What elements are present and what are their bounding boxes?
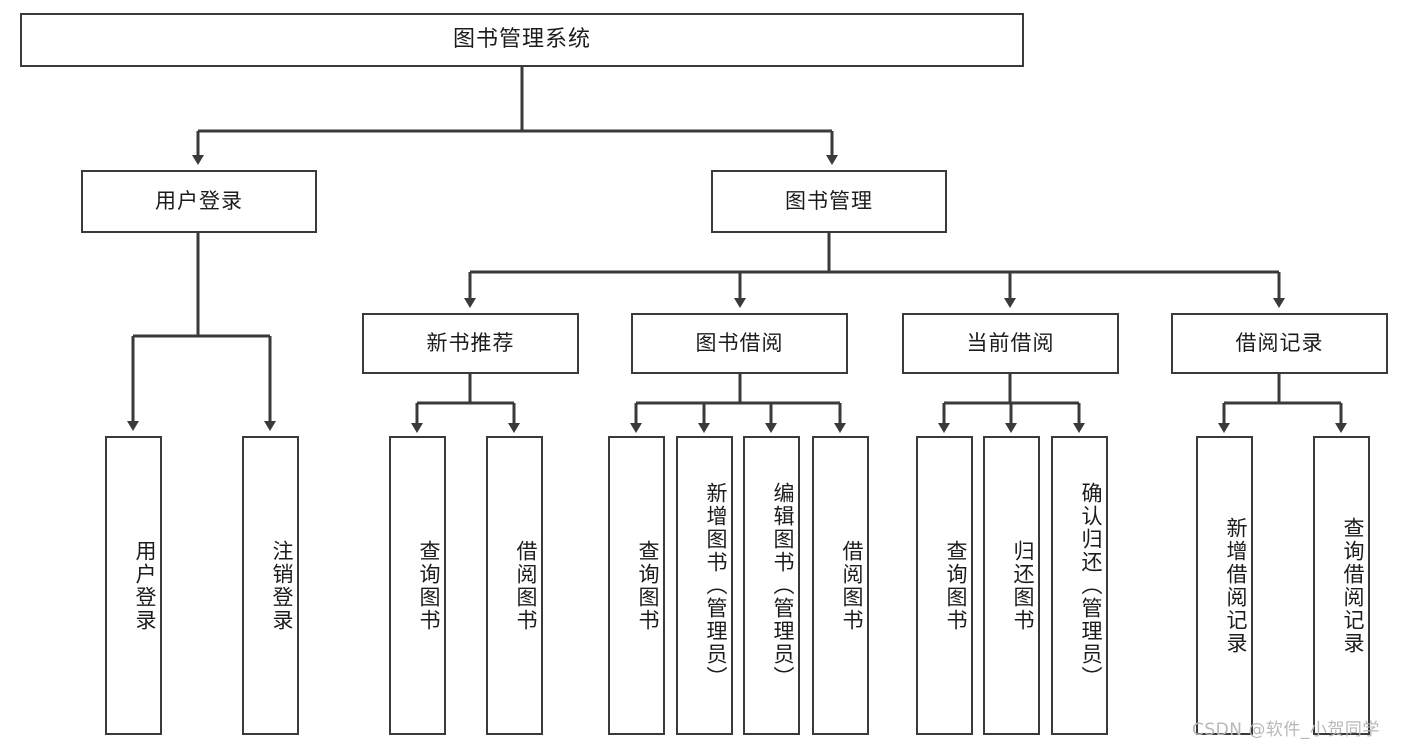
node-label: 注销登录: [270, 539, 294, 632]
node-user-login[interactable]: 用户登录: [81, 170, 317, 233]
node-new-book-recommend[interactable]: 新书推荐: [362, 313, 579, 374]
leaf-user-logout[interactable]: 注销登录: [242, 436, 299, 735]
node-label: 图书管理: [785, 188, 873, 213]
node-label: 查询图书: [944, 539, 968, 632]
leaf-recommend-query-book[interactable]: 查询图书: [389, 436, 446, 735]
leaf-user-login[interactable]: 用户登录: [105, 436, 162, 735]
node-root-system[interactable]: 图书管理系统: [20, 13, 1024, 67]
node-label: 用户登录: [133, 539, 157, 632]
node-book-management[interactable]: 图书管理: [711, 170, 947, 233]
node-label: 新增借阅记录: [1224, 516, 1248, 655]
leaf-recommend-borrow-book[interactable]: 借阅图书: [486, 436, 543, 735]
csdn-watermark: CSDN @软件_小贺同学: [1192, 720, 1380, 740]
leaf-current-query-book[interactable]: 查询图书: [916, 436, 973, 735]
node-label: 借阅图书: [840, 539, 864, 632]
node-book-borrow[interactable]: 图书借阅: [631, 313, 848, 374]
leaf-borrow-query-book[interactable]: 查询图书: [608, 436, 665, 735]
node-label: 确认归还（管理员）: [1079, 482, 1103, 689]
leaf-record-add-record[interactable]: 新增借阅记录: [1196, 436, 1253, 735]
node-label: 借阅图书: [514, 539, 538, 632]
node-label: 图书管理系统: [452, 26, 591, 52]
node-label: 当前借阅: [966, 330, 1055, 355]
node-label: 新增图书（管理员）: [704, 482, 728, 689]
leaf-record-query-record[interactable]: 查询借阅记录: [1313, 436, 1370, 735]
leaf-current-confirm-return-admin[interactable]: 确认归还（管理员）: [1051, 436, 1108, 735]
leaf-borrow-borrow-book[interactable]: 借阅图书: [812, 436, 869, 735]
node-borrow-record[interactable]: 借阅记录: [1171, 313, 1388, 374]
node-label: 编辑图书（管理员）: [771, 482, 795, 689]
node-label: 借阅记录: [1235, 330, 1324, 355]
node-label: 查询图书: [417, 539, 441, 632]
leaf-borrow-edit-book-admin[interactable]: 编辑图书（管理员）: [743, 436, 800, 735]
node-label: 查询图书: [636, 539, 660, 632]
node-label: 图书借阅: [695, 330, 784, 355]
leaf-borrow-add-book-admin[interactable]: 新增图书（管理员）: [676, 436, 733, 735]
node-label: 用户登录: [155, 188, 243, 213]
node-current-borrow[interactable]: 当前借阅: [902, 313, 1119, 374]
node-label: 新书推荐: [426, 330, 515, 355]
node-label: 查询借阅记录: [1341, 516, 1365, 655]
node-label: 归还图书: [1011, 539, 1035, 632]
leaf-current-return-book[interactable]: 归还图书: [983, 436, 1040, 735]
